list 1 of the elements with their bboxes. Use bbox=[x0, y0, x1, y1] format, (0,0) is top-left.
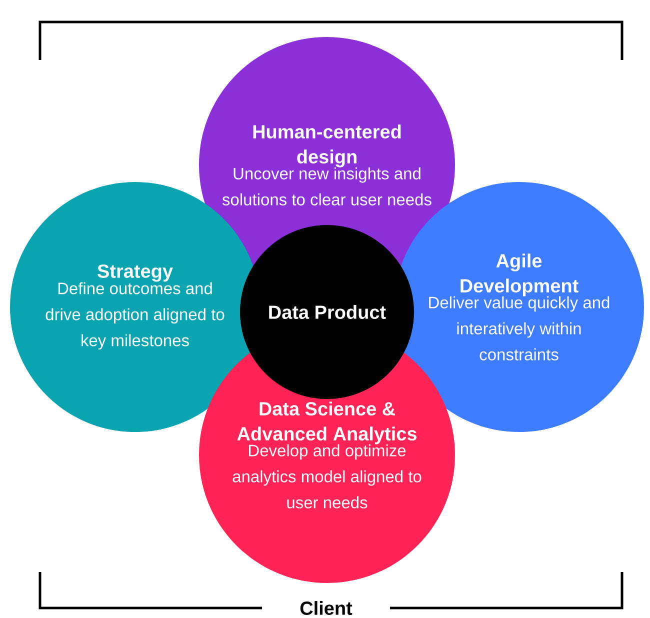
bracket-label: Client bbox=[300, 601, 352, 615]
